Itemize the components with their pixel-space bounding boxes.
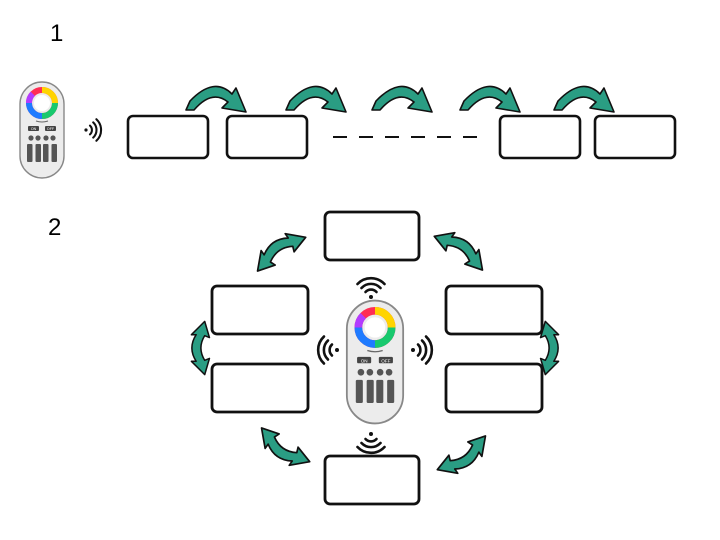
signal-waves-icon-up <box>356 276 386 301</box>
link-arrow-2 <box>285 85 347 113</box>
device-box-2 <box>225 114 309 160</box>
signal-waves-icon-1 <box>83 118 103 142</box>
link-arrow-top-right <box>430 223 492 276</box>
link-arrow-5 <box>553 85 615 113</box>
signal-waves-icon-left <box>316 335 341 365</box>
link-arrow-bottom-right <box>433 430 495 483</box>
signal-waves-icon-right <box>409 335 434 365</box>
link-arrow-top-left <box>248 224 310 277</box>
device-box-top <box>323 210 421 262</box>
device-box-right-upper <box>444 284 544 336</box>
device-box-left-lower <box>210 362 310 414</box>
device-box-3 <box>498 114 582 160</box>
section-1-label: 1 <box>50 20 64 47</box>
link-arrow-bottom-left <box>252 422 314 475</box>
device-box-right-lower <box>444 362 544 414</box>
device-box-1 <box>126 114 210 160</box>
link-arrow-left <box>190 320 211 376</box>
device-box-left-upper <box>210 284 310 336</box>
section-2-label: 2 <box>48 214 62 241</box>
signal-waves-icon-down <box>356 430 386 455</box>
link-arrow-3 <box>371 85 433 113</box>
link-arrow-1 <box>185 85 247 113</box>
remote-control-1 <box>20 82 64 178</box>
remote-control-2 <box>347 301 403 424</box>
device-box-4 <box>593 114 677 160</box>
link-arrow-4 <box>459 85 521 113</box>
device-box-bottom <box>323 454 421 506</box>
link-arrow-right <box>539 320 560 376</box>
